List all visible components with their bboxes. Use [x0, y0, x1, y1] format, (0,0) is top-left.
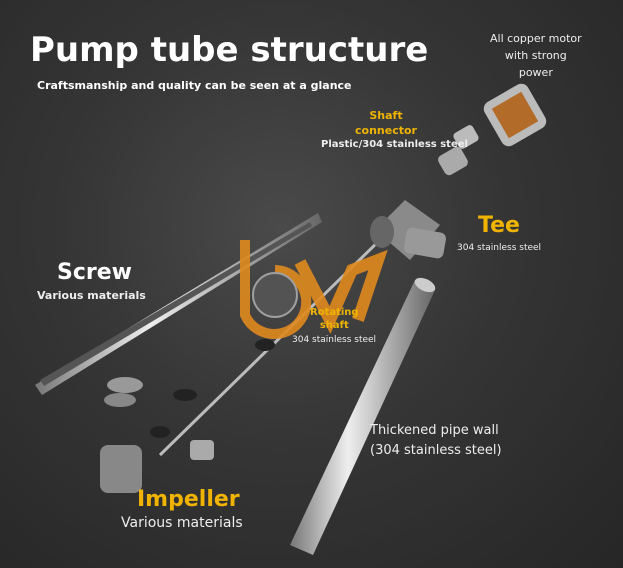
- screw-material: Various materials: [37, 289, 146, 302]
- bw-logo: [240, 240, 388, 339]
- rotating-shaft-material: 304 stainless steel: [292, 335, 377, 345]
- rotating-shaft-name: shaft: [319, 320, 349, 331]
- motor-line: with strong: [504, 49, 567, 62]
- tee-fitting: [370, 200, 447, 260]
- subtitle: Craftsmanship and quality can be seen at…: [37, 79, 352, 92]
- motor-line: power: [518, 66, 553, 79]
- shaft-connector-label: Shaft connector: [355, 108, 417, 138]
- page-title: Pump tube structure: [30, 30, 429, 70]
- shaft-connector-name: connector: [355, 124, 417, 137]
- tee-material: 304 stainless steel: [457, 243, 542, 253]
- screw-name: Screw: [57, 260, 132, 285]
- copper-motor: [483, 83, 547, 147]
- impeller: [100, 440, 214, 493]
- tee-name: Tee: [478, 213, 520, 238]
- shaft-connector-name: Shaft: [369, 109, 403, 122]
- pipe-line: (304 stainless steel): [370, 443, 502, 458]
- shaft-connector-material: Plastic/304 stainless steel: [321, 139, 468, 150]
- thickened-pipe: [290, 277, 436, 555]
- impeller-name: Impeller: [137, 487, 240, 512]
- motor-line: All copper motor: [490, 32, 582, 45]
- rotating-shaft-name: Rotating: [310, 307, 359, 318]
- impeller-material: Various materials: [121, 515, 243, 531]
- motor-label: All copper motor with strong power: [490, 30, 582, 81]
- rotating-shaft-label: Rotating shaft: [310, 306, 359, 332]
- screw-parts: [104, 339, 275, 438]
- pipe-label: Thickened pipe wall (304 stainless steel…: [370, 421, 502, 461]
- pipe-line: Thickened pipe wall: [370, 423, 499, 438]
- shaft-connector: [438, 125, 479, 176]
